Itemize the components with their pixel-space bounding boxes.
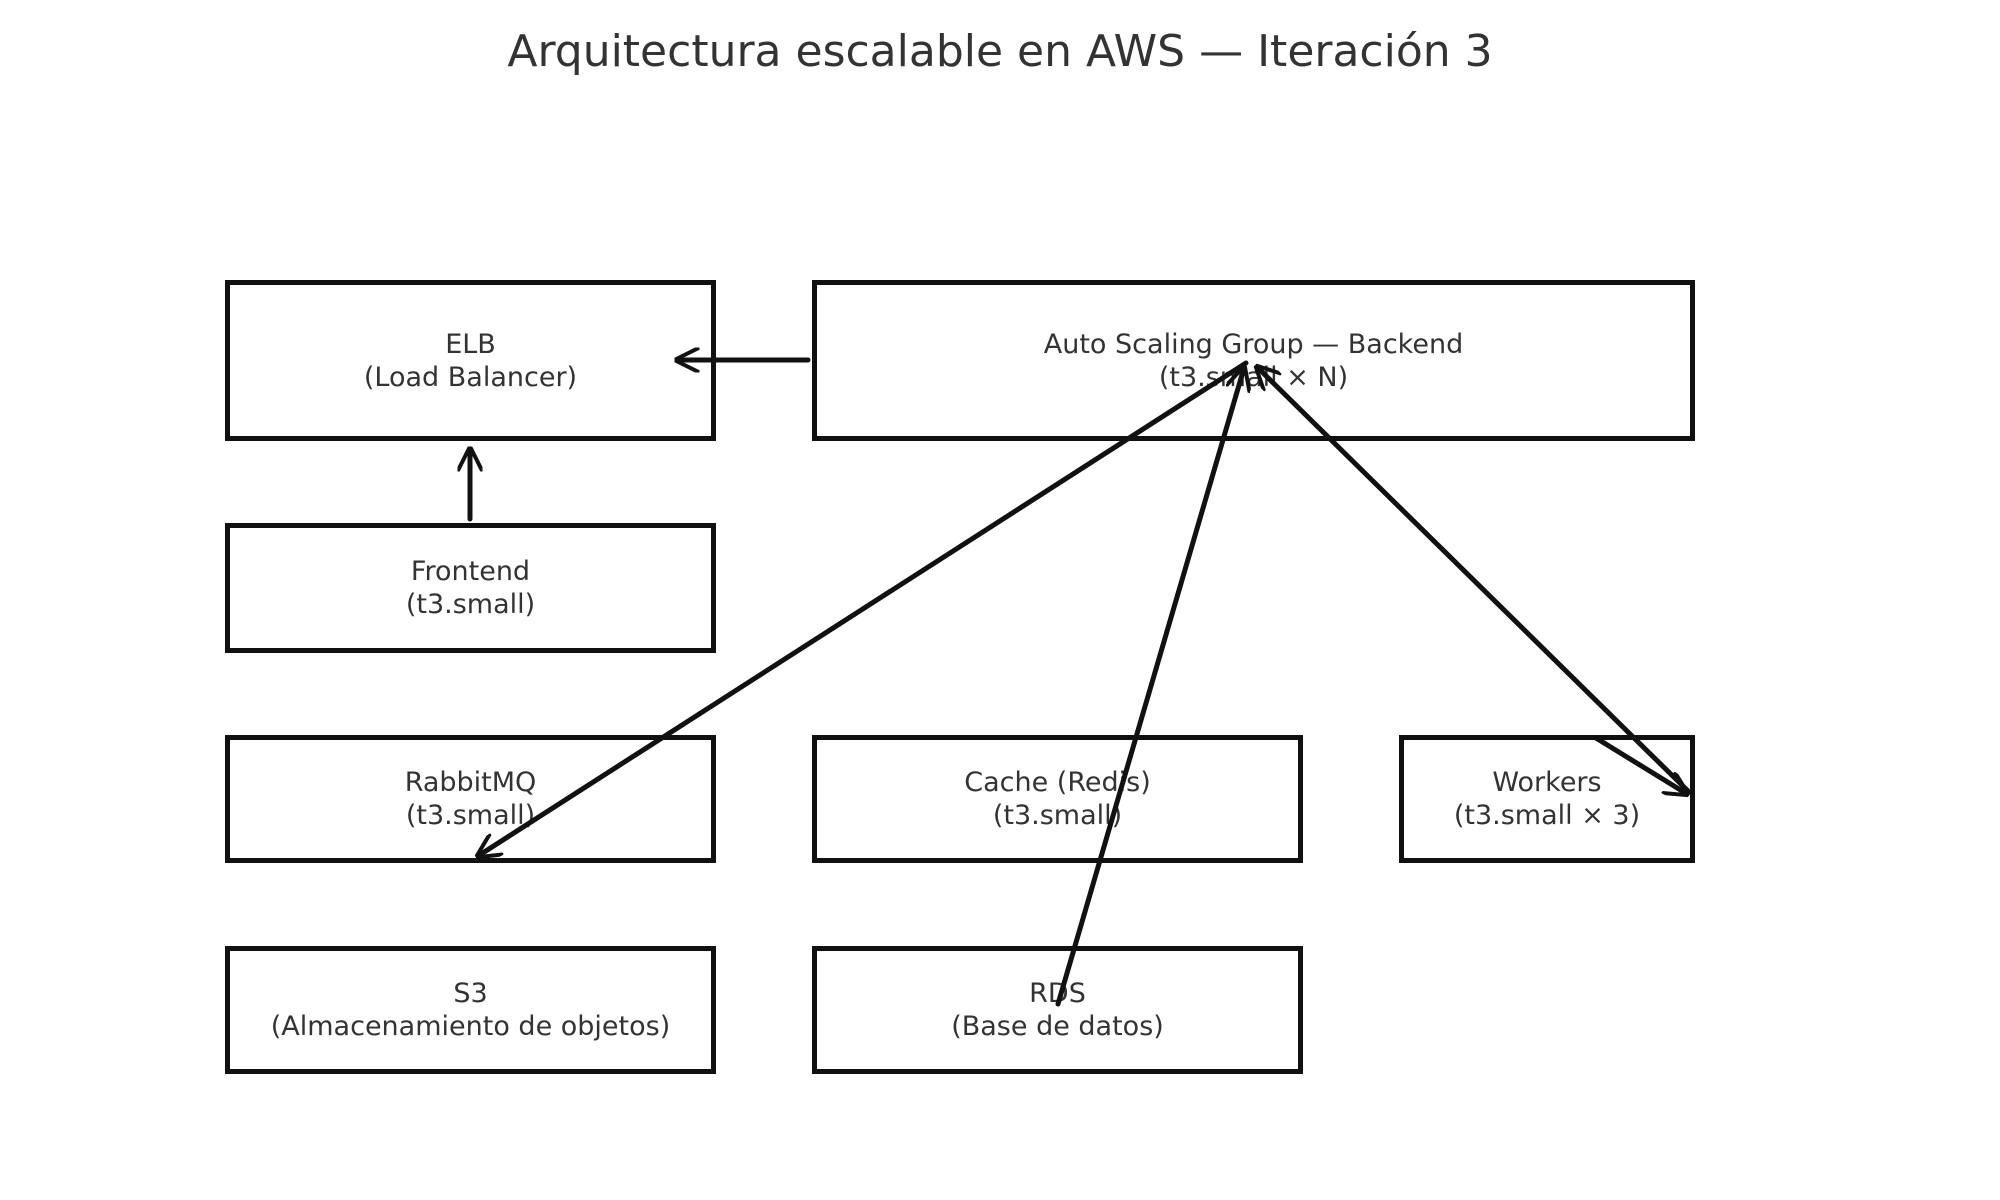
edge-rds-to-asg [1055, 368, 1244, 1007]
asg-name: Auto Scaling Group — Backend [1043, 328, 1464, 360]
workers-node: Workers (t3.small × 3) [1399, 735, 1695, 863]
rabbitmq-node: RabbitMQ (t3.small) [225, 735, 716, 863]
asg-detail: (t3.small × N) [1158, 361, 1349, 393]
s3-name: S3 [453, 978, 488, 1009]
s3-node: S3 (Almacenamiento de objetos) [225, 946, 716, 1074]
rds-node: RDS (Base de datos) [812, 946, 1303, 1074]
frontend-detail: (t3.small) [405, 589, 536, 620]
rds-detail: (Base de datos) [951, 1011, 1164, 1042]
auto-scaling-group-node: Auto Scaling Group — Backend (t3.small ×… [812, 280, 1695, 441]
diagram-title: Arquitectura escalable en AWS — Iteració… [507, 26, 1493, 77]
frontend-node: Frontend (t3.small) [225, 523, 716, 653]
workers-name: Workers [1492, 767, 1602, 798]
rabbitmq-name: RabbitMQ [404, 767, 537, 798]
elb-name: ELB [445, 328, 496, 360]
cache-name: Cache (Redis) [964, 767, 1151, 798]
elb-detail: (Load Balancer) [363, 361, 578, 393]
cache-node: Cache (Redis) (t3.small) [812, 735, 1303, 863]
elb-node: ELB (Load Balancer) [225, 280, 716, 441]
rds-name: RDS [1029, 978, 1086, 1009]
cache-detail: (t3.small) [992, 800, 1123, 831]
s3-detail: (Almacenamiento de objetos) [270, 1011, 671, 1042]
rabbitmq-detail: (t3.small) [405, 800, 536, 831]
frontend-name: Frontend [410, 556, 531, 587]
workers-detail: (t3.small × 3) [1453, 800, 1641, 831]
